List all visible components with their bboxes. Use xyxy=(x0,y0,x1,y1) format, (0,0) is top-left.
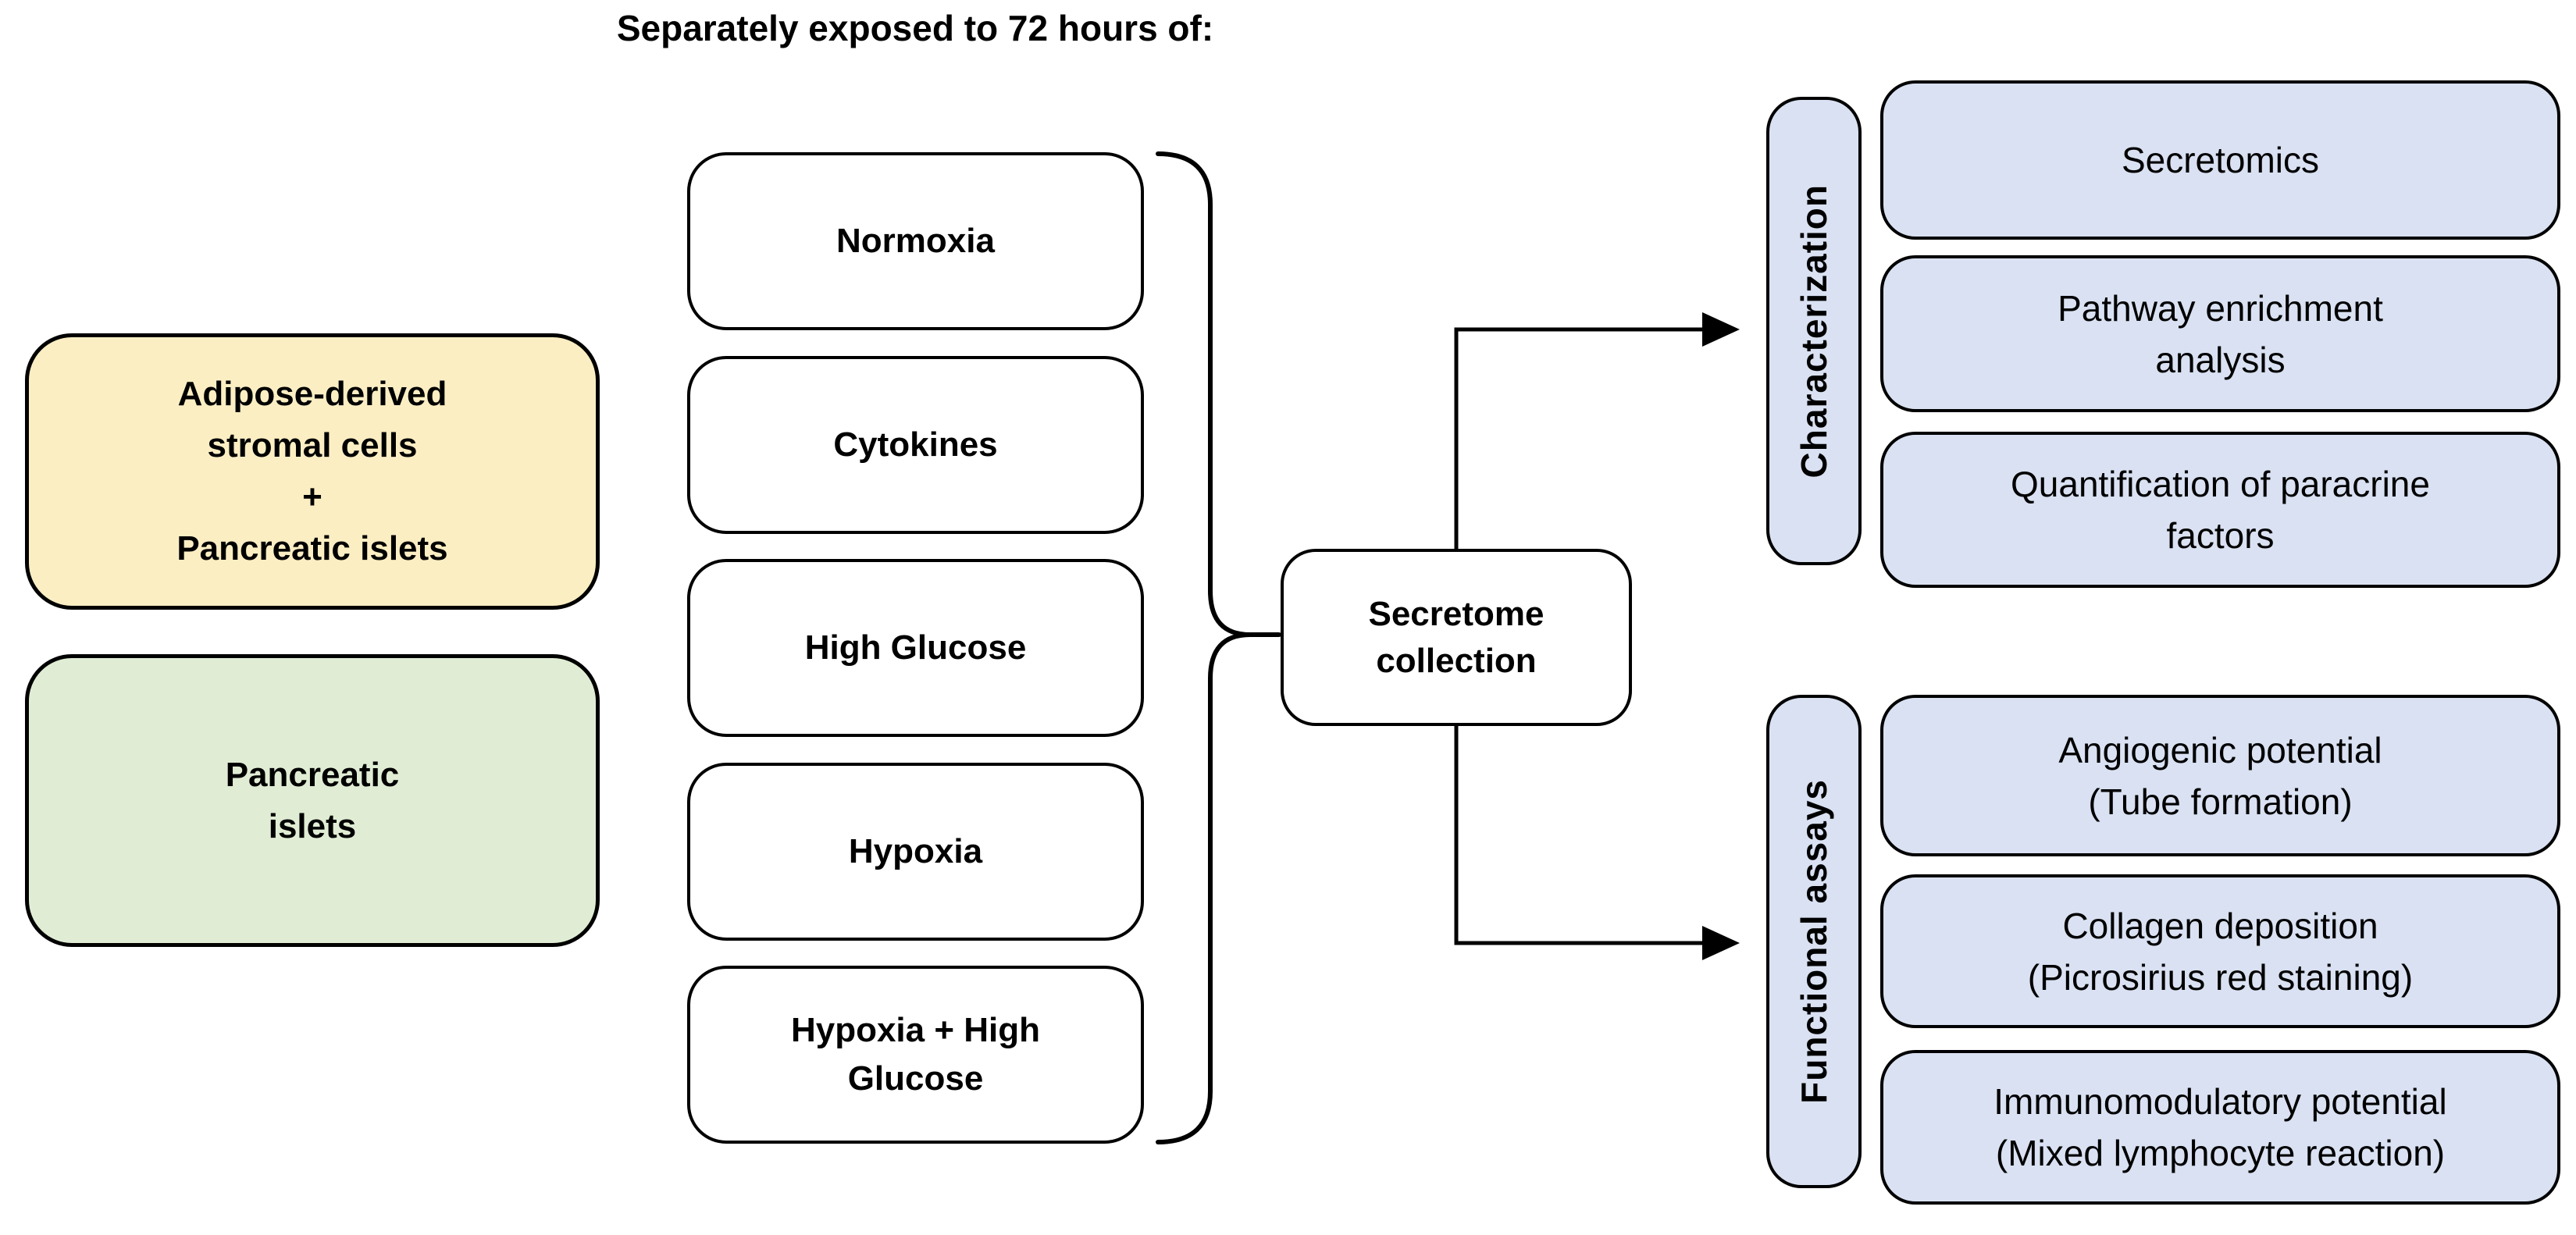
source-text-line: Pancreatic xyxy=(225,755,400,794)
panel-text-line: (Mixed lymphocyte reaction) xyxy=(1995,1133,2446,1173)
group-label-text: Functional assays xyxy=(1794,779,1834,1104)
condition-text-line: Hypoxia xyxy=(848,832,983,870)
group-label-characterization: Characterization xyxy=(1766,97,1862,565)
panel-pathway-enrichment: Pathway enrichment analysis xyxy=(1880,255,2560,412)
condition-text-line: Normoxia xyxy=(836,222,995,260)
curly-brace xyxy=(1156,151,1251,1144)
condition-box-cytokines: Cytokines xyxy=(687,356,1144,534)
group-label-functional-assays: Functional assays xyxy=(1766,695,1862,1188)
secretome-text-line: Secretome xyxy=(1368,594,1545,633)
panel-text-line: Collagen deposition xyxy=(2062,905,2378,946)
condition-box-normoxia: Normoxia xyxy=(687,152,1144,330)
panel-angiogenic-potential: Angiogenic potential (Tube formation) xyxy=(1880,695,2560,856)
panel-text-line: Angiogenic potential xyxy=(2058,729,2382,771)
header-line: Separately exposed to xyxy=(616,8,999,48)
source-box-adipose-plus-islets: Adipose-derived stromal cells + Pancreat… xyxy=(25,333,600,610)
source-box-pancreatic-islets: Pancreatic islets xyxy=(25,654,600,947)
condition-text-line: Hypoxia + High xyxy=(790,1011,1041,1049)
panel-text-line: Quantification of paracrine xyxy=(2011,464,2430,504)
condition-text-line: Glucose xyxy=(847,1059,984,1098)
panel-text-line: analysis xyxy=(2155,339,2286,380)
panel-text-line: Immunomodulatory potential xyxy=(1993,1081,2447,1122)
panel-text-line: Pathway enrichment xyxy=(2058,287,2383,329)
column-header: Separately exposed to 72 hours of: xyxy=(603,5,1227,106)
panel-secretomics: Secretomics xyxy=(1880,80,2560,240)
source-text-line: stromal cells xyxy=(207,426,418,464)
panel-text-line: factors xyxy=(2166,515,2275,556)
secretome-text-line: collection xyxy=(1376,641,1537,680)
header-line: 72 hours of: xyxy=(1007,8,1214,48)
secretome-collection-box: Secretome collection xyxy=(1281,549,1632,726)
panel-text-line: Secretomics xyxy=(2121,140,2320,180)
condition-box-high-glucose: High Glucose xyxy=(687,559,1144,737)
source-text-line: Adipose-derived xyxy=(177,375,447,413)
source-text-line: islets xyxy=(268,806,357,845)
source-text-line: Pancreatic islets xyxy=(176,529,448,568)
panel-immunomodulatory-potential: Immunomodulatory potential (Mixed lympho… xyxy=(1880,1050,2560,1205)
arrowhead-bottom-icon xyxy=(1702,926,1740,960)
condition-box-hypoxia-high-glucose: Hypoxia + High Glucose xyxy=(687,966,1144,1144)
group-label-text: Characterization xyxy=(1794,183,1834,479)
panel-text-line: (Tube formation) xyxy=(2088,781,2353,822)
connector-top xyxy=(1454,327,1704,549)
arrowhead-top-icon xyxy=(1702,312,1740,347)
connector-bottom xyxy=(1454,726,1704,945)
panel-collagen-deposition: Collagen deposition (Picrosirius red sta… xyxy=(1880,874,2560,1028)
panel-quantification-paracrine: Quantification of paracrine factors xyxy=(1880,432,2560,588)
condition-box-hypoxia: Hypoxia xyxy=(687,763,1144,941)
condition-text-line: Cytokines xyxy=(833,425,998,464)
source-text-line: + xyxy=(302,478,322,516)
panel-text-line: (Picrosirius red staining) xyxy=(2027,956,2414,998)
condition-text-line: High Glucose xyxy=(804,628,1027,667)
